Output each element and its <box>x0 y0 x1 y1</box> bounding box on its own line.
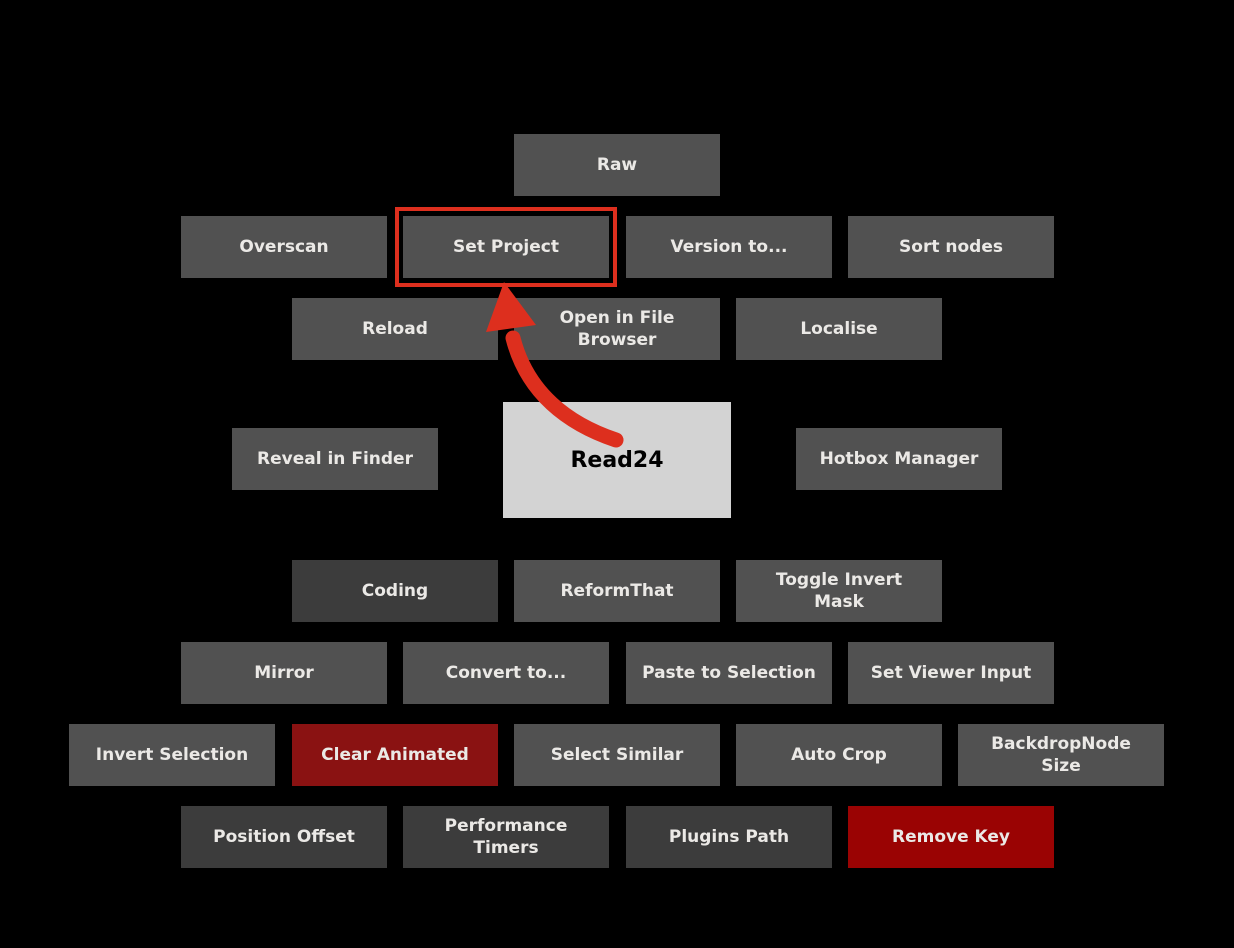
button-set-viewer-input[interactable]: Set Viewer Input <box>848 642 1054 704</box>
button-toggle-invert-mask[interactable]: Toggle Invert Mask <box>736 560 942 622</box>
button-paste-to-selection[interactable]: Paste to Selection <box>626 642 832 704</box>
button-reload[interactable]: Reload <box>292 298 498 360</box>
button-remove-key[interactable]: Remove Key <box>848 806 1054 868</box>
button-backdropnode-size[interactable]: BackdropNode Size <box>958 724 1164 786</box>
button-performance-timers[interactable]: Performance Timers <box>403 806 609 868</box>
button-raw[interactable]: Raw <box>514 134 720 196</box>
button-mirror[interactable]: Mirror <box>181 642 387 704</box>
button-reformthat[interactable]: ReformThat <box>514 560 720 622</box>
button-hotbox-manager[interactable]: Hotbox Manager <box>796 428 1002 490</box>
button-reveal-in-finder[interactable]: Reveal in Finder <box>232 428 438 490</box>
button-coding[interactable]: Coding <box>292 560 498 622</box>
button-select-similar[interactable]: Select Similar <box>514 724 720 786</box>
button-overscan[interactable]: Overscan <box>181 216 387 278</box>
button-auto-crop[interactable]: Auto Crop <box>736 724 942 786</box>
button-sort-nodes[interactable]: Sort nodes <box>848 216 1054 278</box>
button-version-to[interactable]: Version to... <box>626 216 832 278</box>
button-invert-selection[interactable]: Invert Selection <box>69 724 275 786</box>
button-position-offset[interactable]: Position Offset <box>181 806 387 868</box>
button-set-project[interactable]: Set Project <box>403 216 609 278</box>
button-open-in-file-browser[interactable]: Open in File Browser <box>514 298 720 360</box>
button-clear-animated[interactable]: Clear Animated <box>292 724 498 786</box>
center-node-read24[interactable]: Read24 <box>503 402 731 518</box>
button-localise[interactable]: Localise <box>736 298 942 360</box>
button-convert-to[interactable]: Convert to... <box>403 642 609 704</box>
button-plugins-path[interactable]: Plugins Path <box>626 806 832 868</box>
